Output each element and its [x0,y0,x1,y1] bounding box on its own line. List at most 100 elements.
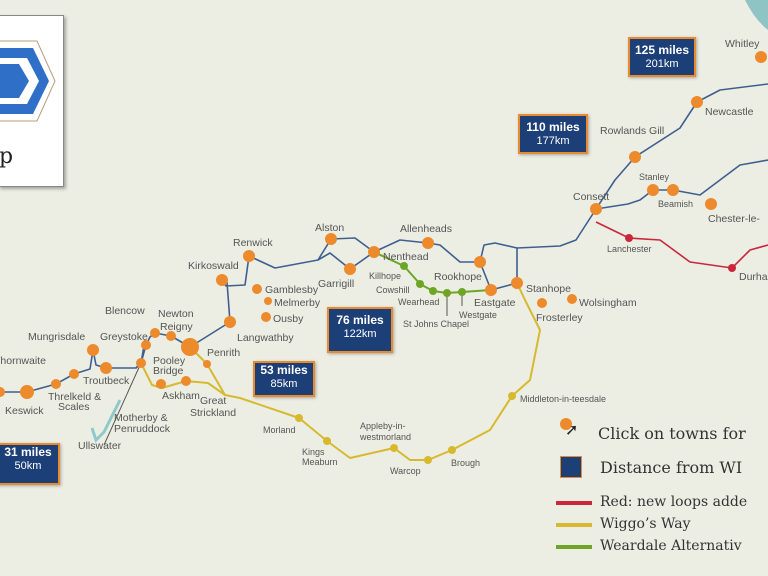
town-label-appleby2[interactable]: westmorland [359,432,411,442]
town-marker[interactable] [181,376,191,386]
town-marker[interactable] [344,263,356,275]
town-marker[interactable] [567,294,577,304]
town-label-keswick[interactable]: Keswick [5,405,44,417]
town-label-wolsingham[interactable]: Wolsingham [579,297,637,309]
town-marker[interactable] [243,250,255,262]
town-marker[interactable] [448,446,456,454]
town-label-stjohns[interactable]: St Johns Chapel [403,319,469,329]
town-marker[interactable] [691,96,703,108]
town-label-whitley[interactable]: Whitley [725,38,760,50]
town-marker[interactable] [424,456,432,464]
town-marker[interactable] [252,284,262,294]
town-marker[interactable] [485,284,497,296]
town-marker[interactable] [368,246,380,258]
town-marker[interactable] [429,287,437,295]
town-marker[interactable] [667,184,679,196]
town-label-garrigill[interactable]: Garrigill [318,278,354,290]
town-label-ousby[interactable]: Ousby [273,313,304,325]
town-label-pooley1[interactable]: Pooley [153,355,186,367]
town-marker[interactable] [216,274,228,286]
town-label-mungrisdale[interactable]: Mungrisdale [28,331,85,343]
town-label-motherby1[interactable]: Motherby & [114,412,168,424]
town-marker[interactable] [295,414,303,422]
town-label-rookhope[interactable]: Rookhope [434,271,482,283]
town-label-consett[interactable]: Consett [573,191,609,203]
town-label-stanley[interactable]: Stanley [639,172,670,182]
town-label-stanhope[interactable]: Stanhope [526,283,571,295]
town-label-threlkeld2[interactable]: Scales [58,401,90,413]
town-label-great2[interactable]: Strickland [190,407,236,419]
town-label-blencow[interactable]: Blencow [105,305,145,317]
town-marker[interactable] [51,379,61,389]
town-marker[interactable] [87,344,99,356]
town-marker[interactable] [166,331,176,341]
town-marker[interactable] [264,297,272,305]
town-label-morland[interactable]: Morland [263,425,296,435]
town-label-newcastle[interactable]: Newcastle [705,106,754,118]
town-label-middleton[interactable]: Middleton-in-teesdale [520,394,606,404]
town-label-gamblesby[interactable]: Gamblesby [265,284,319,296]
town-marker[interactable] [69,369,79,379]
town-marker[interactable] [458,288,466,296]
town-marker[interactable] [590,203,602,215]
town-marker[interactable] [181,338,199,356]
town-marker[interactable] [261,312,271,322]
town-label-westgate[interactable]: Westgate [459,310,497,320]
town-label-askham[interactable]: Askham [162,390,200,402]
town-marker[interactable] [136,358,146,368]
town-marker[interactable] [728,264,736,272]
town-marker[interactable] [150,328,160,338]
town-label-allenheads[interactable]: Allenheads [400,223,452,235]
town-label-langwathby[interactable]: Langwathby [237,332,294,344]
town-marker[interactable] [474,256,486,268]
town-marker[interactable] [625,234,633,242]
town-marker[interactable] [0,387,5,397]
town-label-melmerby[interactable]: Melmerby [274,297,321,309]
town-label-pooley2[interactable]: Bridge [153,365,184,377]
town-marker[interactable] [323,437,331,445]
town-label-newton2[interactable]: Reigny [160,321,193,333]
town-label-lanchester[interactable]: Lanchester [607,244,652,254]
town-marker[interactable] [537,298,547,308]
town-label-kings1[interactable]: Kings [302,447,325,457]
town-marker[interactable] [100,362,112,374]
town-label-appleby1[interactable]: Appleby-in- [360,421,406,431]
town-label-greystoke[interactable]: Greystoke [100,331,148,343]
town-marker[interactable] [508,392,516,400]
town-label-brough[interactable]: Brough [451,458,480,468]
town-label-rowlands[interactable]: Rowlands Gill [600,125,664,137]
town-marker[interactable] [156,379,166,389]
logo-panel[interactable]: p [0,15,64,187]
town-marker[interactable] [755,51,767,63]
town-label-motherby2[interactable]: Penruddock [114,423,171,435]
town-label-killhope[interactable]: Killhope [369,271,401,281]
town-marker[interactable] [325,233,337,245]
town-label-troutbeck[interactable]: Troutbeck [83,375,130,387]
town-label-newton1[interactable]: Newton [158,308,194,320]
town-label-ullswater[interactable]: Ullswater [78,440,122,452]
town-marker[interactable] [422,237,434,249]
town-label-alston[interactable]: Alston [315,222,344,234]
town-label-thornwaite[interactable]: Thornwaite [0,355,46,367]
town-label-cowshill[interactable]: Cowshill [376,285,410,295]
town-marker[interactable] [224,316,236,328]
town-label-penrith[interactable]: Penrith [207,347,240,359]
town-label-frosterley[interactable]: Frosterley [536,312,583,324]
town-marker[interactable] [443,289,451,297]
town-marker[interactable] [20,385,34,399]
town-label-beamish[interactable]: Beamish [658,199,693,209]
town-marker[interactable] [416,280,424,288]
town-marker[interactable] [647,184,659,196]
town-marker[interactable] [203,360,211,368]
town-marker[interactable] [390,444,398,452]
town-label-durham[interactable]: Durha [739,271,768,283]
town-label-kirkoswald[interactable]: Kirkoswald [188,260,239,272]
town-marker[interactable] [705,198,717,210]
town-label-threlkeld1[interactable]: Threlkeld & [48,391,101,403]
town-label-kings2[interactable]: Meaburn [302,457,338,467]
